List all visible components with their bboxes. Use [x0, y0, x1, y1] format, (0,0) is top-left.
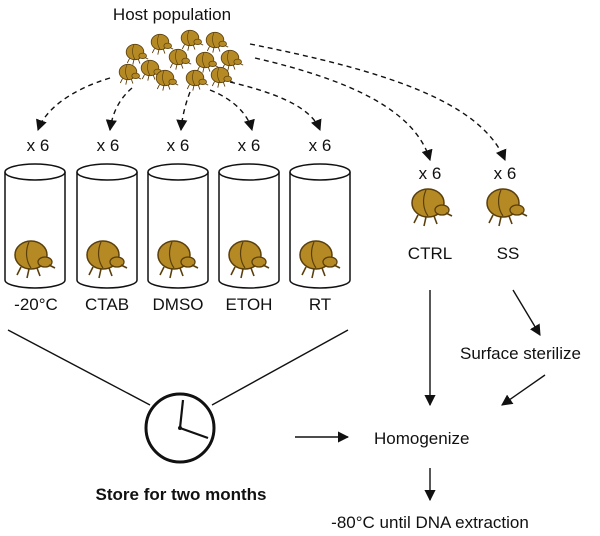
store-step: Store for two months [95, 485, 267, 504]
tubes [4, 163, 351, 289]
tube-label-ctab: CTAB [84, 295, 130, 314]
beetle-icon [155, 69, 179, 92]
homogenize-step: Homogenize [374, 429, 470, 448]
group-label-ss: SS [496, 244, 520, 263]
dashed-arrows [36, 43, 507, 162]
host-population-title: Host population [112, 5, 232, 24]
replicate-label: x 6 [26, 136, 50, 155]
clock-icon [144, 392, 216, 464]
tube-icon [218, 163, 280, 289]
replicate-label: x 6 [237, 136, 261, 155]
beetle-icon [168, 48, 192, 71]
final-step: -80°C until DNA extraction [331, 513, 529, 532]
tube-label-minus20: -20°C [14, 295, 58, 314]
group-label-ctrl: CTRL [407, 244, 453, 263]
funnel-line-left [7, 329, 151, 406]
surface-sterilize-step: Surface sterilize [460, 344, 581, 363]
host-population-cluster [118, 29, 244, 92]
beetle-icon [210, 66, 234, 89]
beetle-icon [411, 188, 453, 227]
tube-label-dmso: DMSO [152, 295, 204, 314]
funnel-line-right [211, 329, 349, 406]
beetle-icon [180, 29, 204, 52]
tube-icon [289, 163, 351, 289]
beetle-icon [150, 33, 174, 56]
beetle-icon [205, 31, 229, 54]
replicate-label: x 6 [308, 136, 332, 155]
tube-label-etoh: ETOH [225, 295, 273, 314]
beetle-icon [185, 69, 209, 92]
tube-label-rt: RT [308, 295, 332, 314]
solid-arrows [295, 289, 546, 502]
tube-icon [147, 163, 209, 289]
replicate-label: x 6 [96, 136, 120, 155]
beetle-icon [118, 63, 142, 86]
replicate-label: x 6 [418, 164, 442, 183]
replicate-label: x 6 [166, 136, 190, 155]
tube-icon [76, 163, 138, 289]
beetle-icon [486, 188, 528, 227]
beetle-icon [220, 49, 244, 72]
replicate-label: x 6 [493, 164, 517, 183]
tube-icon [4, 163, 66, 289]
